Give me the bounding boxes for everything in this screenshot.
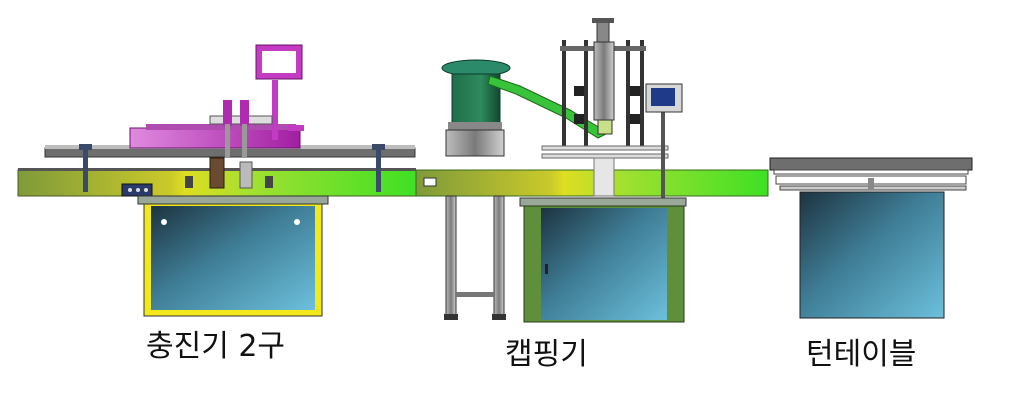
filler-nozzle-2 [240,100,249,126]
capper-guide-rail-top [541,145,669,151]
filler-post [272,80,278,140]
filler-button-1 [128,188,132,192]
guide-block-1 [185,176,193,188]
capper-clamp-3 [574,114,584,124]
bottle-2 [239,161,253,189]
capper-label: 캡핑기 [505,337,588,372]
filler-nozzle-1 [223,100,232,126]
cap-chute [487,75,607,139]
filler-tank-lid [146,124,296,130]
cap-hopper-stand [445,129,505,157]
capper-machine [415,18,769,323]
capper-bottle [593,157,615,197]
capper-guide-rail-bottom [541,153,669,159]
capper-conveyor-sensor [423,177,437,187]
turntable-shaft [868,178,874,190]
capper-rod-3 [626,40,630,150]
turntable-machine [769,157,973,319]
filler-machine [17,44,417,317]
capper-hmi-post [661,110,665,200]
cap-hopper-base [448,122,502,130]
capper-chuck [597,119,613,135]
guide-block-2 [265,176,273,188]
filler-screw-1 [161,219,167,225]
filler-cabinet-top [137,195,329,205]
filler-guide-post-right [376,144,381,192]
turntable-rim [769,157,973,171]
capper-cabinet-handle [545,264,548,274]
cap-hopper-foot-left [444,314,458,320]
capper-spindle-top [596,21,610,43]
capper-motor [593,41,615,121]
filler-button-3 [144,188,148,192]
capper-handwheel [592,18,614,23]
filler-knob-right [372,144,385,150]
capper-rod-4 [640,40,644,150]
capper-clamp-4 [630,114,640,124]
bottle-1 [209,157,225,189]
filler-valve [288,125,304,131]
filler-needle-1 [225,124,230,158]
cap-hopper-leg-right [493,195,505,317]
capper-cabinet-panel [541,208,667,320]
filler-screen-face [262,51,296,73]
capper-clamp-2 [630,86,640,96]
filler-screw-2 [294,219,300,225]
filler-label: 충진기 2구 [146,329,286,364]
capper-clamp-1 [574,86,584,96]
capper-rod-2 [584,40,588,150]
filler-guide-post-left [83,144,88,192]
turntable-label: 턴테이블 [806,337,917,372]
cap-hopper-foot-right [492,314,506,320]
filler-button-2 [136,188,140,192]
filler-cabinet-panel [151,206,315,310]
cap-hopper-crossbar [456,292,494,297]
capper-cabinet-top [519,197,687,207]
capper-rod-1 [562,40,566,150]
capper-hmi-screen [651,88,675,106]
turntable-cabinet [799,191,945,319]
turntable-disk-edge [773,169,969,175]
cap-hopper-leg-left [445,195,457,317]
filler-knob-left [79,144,92,150]
capper-conveyor [415,169,769,197]
filler-needle-2 [242,124,247,158]
